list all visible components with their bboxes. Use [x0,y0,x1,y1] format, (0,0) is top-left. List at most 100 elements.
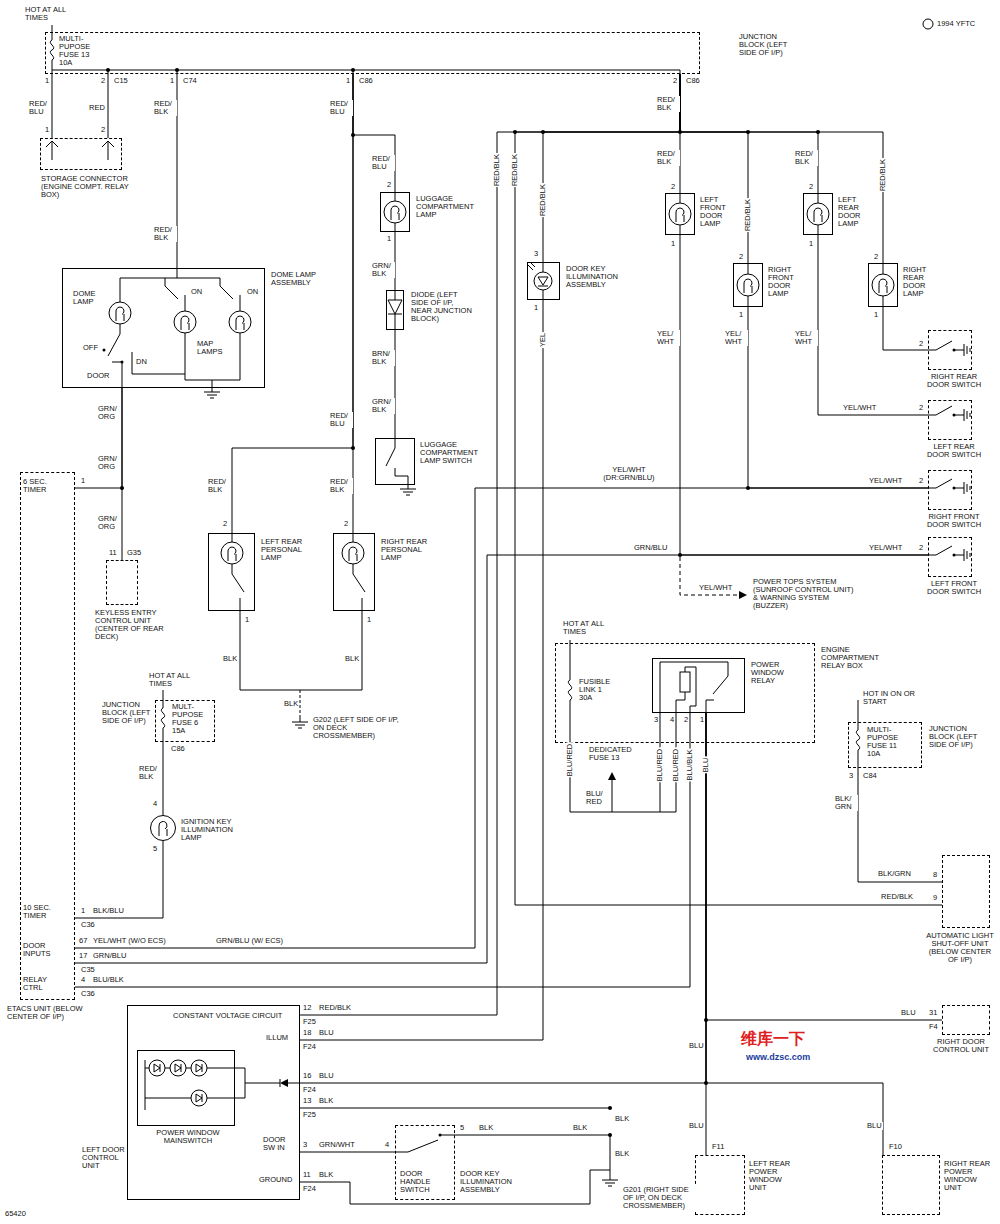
path-shape [300,1108,610,1204]
use-shape [191,1060,207,1076]
diagram-label: BLU/BLK [92,976,125,984]
use-shape [928,341,970,356]
diagram-label: 2 [222,520,228,528]
diagram-label: 1 [386,235,392,243]
use-shape [342,542,364,564]
component-label: DIODE (LEFT SIDE OF I/P, NEAR JUNCTION B… [411,291,475,323]
path-shape [46,141,114,160]
use-shape [928,479,970,494]
diagram-label: MULT- PUPOSE FUSE 6 15A [171,703,213,735]
diagram-label: 2 [100,77,106,85]
circle-shape [175,68,179,72]
diagram-label: RED/ BLK [207,478,231,494]
diagram-label: www.dzsc.com [745,1052,811,1062]
diagram-label: BLK [344,655,360,663]
diagram-label: OFF [82,344,99,352]
component-box: RIGHT REAR PERSONAL LAMP [333,533,375,611]
diagram-label: BLK [318,1171,334,1179]
diagram-label: 5 [152,845,158,853]
wire-color-code: RED/BLK [879,158,887,192]
diagram-label: GRN/BLU [633,544,668,552]
diagram-label: 1 [80,477,86,485]
component-box: JUNCTION BLOCK (LEFT SIDE OF I/P) [45,32,700,74]
diagram-label: RED/BLK [318,1004,352,1012]
diagram-label: BLK [222,655,238,663]
component-label: POWER WINDOW RELAY [751,661,807,685]
diagram-label: 4 [669,716,675,724]
diagram-label: 2 [918,340,924,348]
component-box: LEFT FRONT DOOR SWITCH [928,537,972,577]
diagram-label: DOOR INPUTS [22,942,58,958]
component-box: DOOR HANDLE SWITCHDOOR KEY ILLUMINATION … [395,1125,455,1200]
wire-color-code: BLU/RED [566,743,574,778]
component-label: DOOR KEY ILLUMINATION ASSEMBLY [566,265,628,289]
path-shape [680,193,883,307]
component-label: LEFT DOOR CONTROL UNIT [82,1146,126,1170]
component-label: RIGHT REAR PERSONAL LAMP [381,538,431,562]
diagram-label: 2 [918,544,924,552]
diagram-label: GRN/WHT [318,1141,356,1149]
wire-connector [706,713,883,1155]
wire-connector [706,713,942,1020]
diagram-label: 3 [653,716,659,724]
component-box: RIGHT REAR DOOR SWITCH [928,330,972,370]
circle-shape [351,68,355,72]
component-box: DOME LAMP ASSEMBLY [62,268,265,388]
wire-connector [858,768,942,882]
diagram-label: 2 [873,253,879,261]
wire-connector [163,742,164,815]
diagram-label: BLU/ RED [585,790,609,806]
diagram-label: F24 [302,1043,317,1051]
diagram-label: 13 [302,1097,312,1105]
wire-connector [543,74,680,262]
wire-connector [75,388,122,488]
diagram-label: 1 [808,240,814,248]
wire-connector [52,74,53,138]
diagram-label: BLK/BLU [92,907,125,915]
lamp-symbols [109,201,894,564]
diagram-label: G35 [126,549,142,557]
diagram-label: 2 [100,126,106,134]
diagram-label: 1 [670,240,676,248]
wire-connector [680,74,883,263]
diagram-label: RED/ BLU [371,155,395,171]
component-label: AUTOMATIC LIGHT SHUT-OFF UNIT (BELOW CEN… [925,932,995,964]
wire-connector [75,713,690,987]
wire-color-code: RED/BLK [744,198,752,232]
component-box: RIGHT REAR DOOR LAMP [868,263,898,307]
use-shape [170,1060,186,1076]
diagram-label: 31 [928,1009,938,1017]
polygon-shape [608,772,616,780]
diagram-label: 6 SEC. TIMER [22,478,56,494]
component-label: LEFT REAR PERSONAL LAMP [261,538,309,562]
diagram-label: 8 [932,871,938,879]
circle-shape [608,1133,612,1137]
component-box: DOOR KEY ILLUMINATION ASSEMBLY [527,262,560,300]
component-label: DOME LAMP ASSEMBLY [271,271,323,287]
component-label: ETACS UNIT (BELOW CENTER OF I/P) [7,1005,87,1021]
diagram-label: 3 [302,1141,308,1149]
component-box: RIGHT DOOR CONTROL UNIT [942,1005,990,1035]
wire-connector [680,235,928,555]
diagram-label: 2 [343,520,349,528]
wire-color-code: RED/BLK [511,153,519,187]
circle-shape [121,361,124,364]
wire-connector [883,307,928,350]
wire-connector [300,1152,395,1153]
wire-connector [122,388,123,560]
wire-connector [515,74,942,905]
component-label: KEYLESS ENTRY CONTROL UNIT (CENTER OF RE… [95,609,171,641]
diagram-label: RED/ BLU [28,100,51,116]
diagram-label: C36 [80,990,96,998]
use-shape [669,203,691,225]
diagram-label: 1 [699,716,705,724]
use-shape [400,485,416,495]
component-label: LEFT REAR POWER WINDOW UNIT [749,1160,799,1192]
wire-connector [75,555,928,963]
component-label: POWER WINDOW MAINSWITCH [142,1129,234,1145]
use-shape [384,201,406,223]
diagram-label: YEL/ WHT [724,330,748,346]
diagram-label: BLK/GRN [877,870,912,878]
wire-connector [300,74,680,1015]
component-label: STORAGE CONNECTOR (ENGINE COMPT. RELAY B… [41,175,136,199]
